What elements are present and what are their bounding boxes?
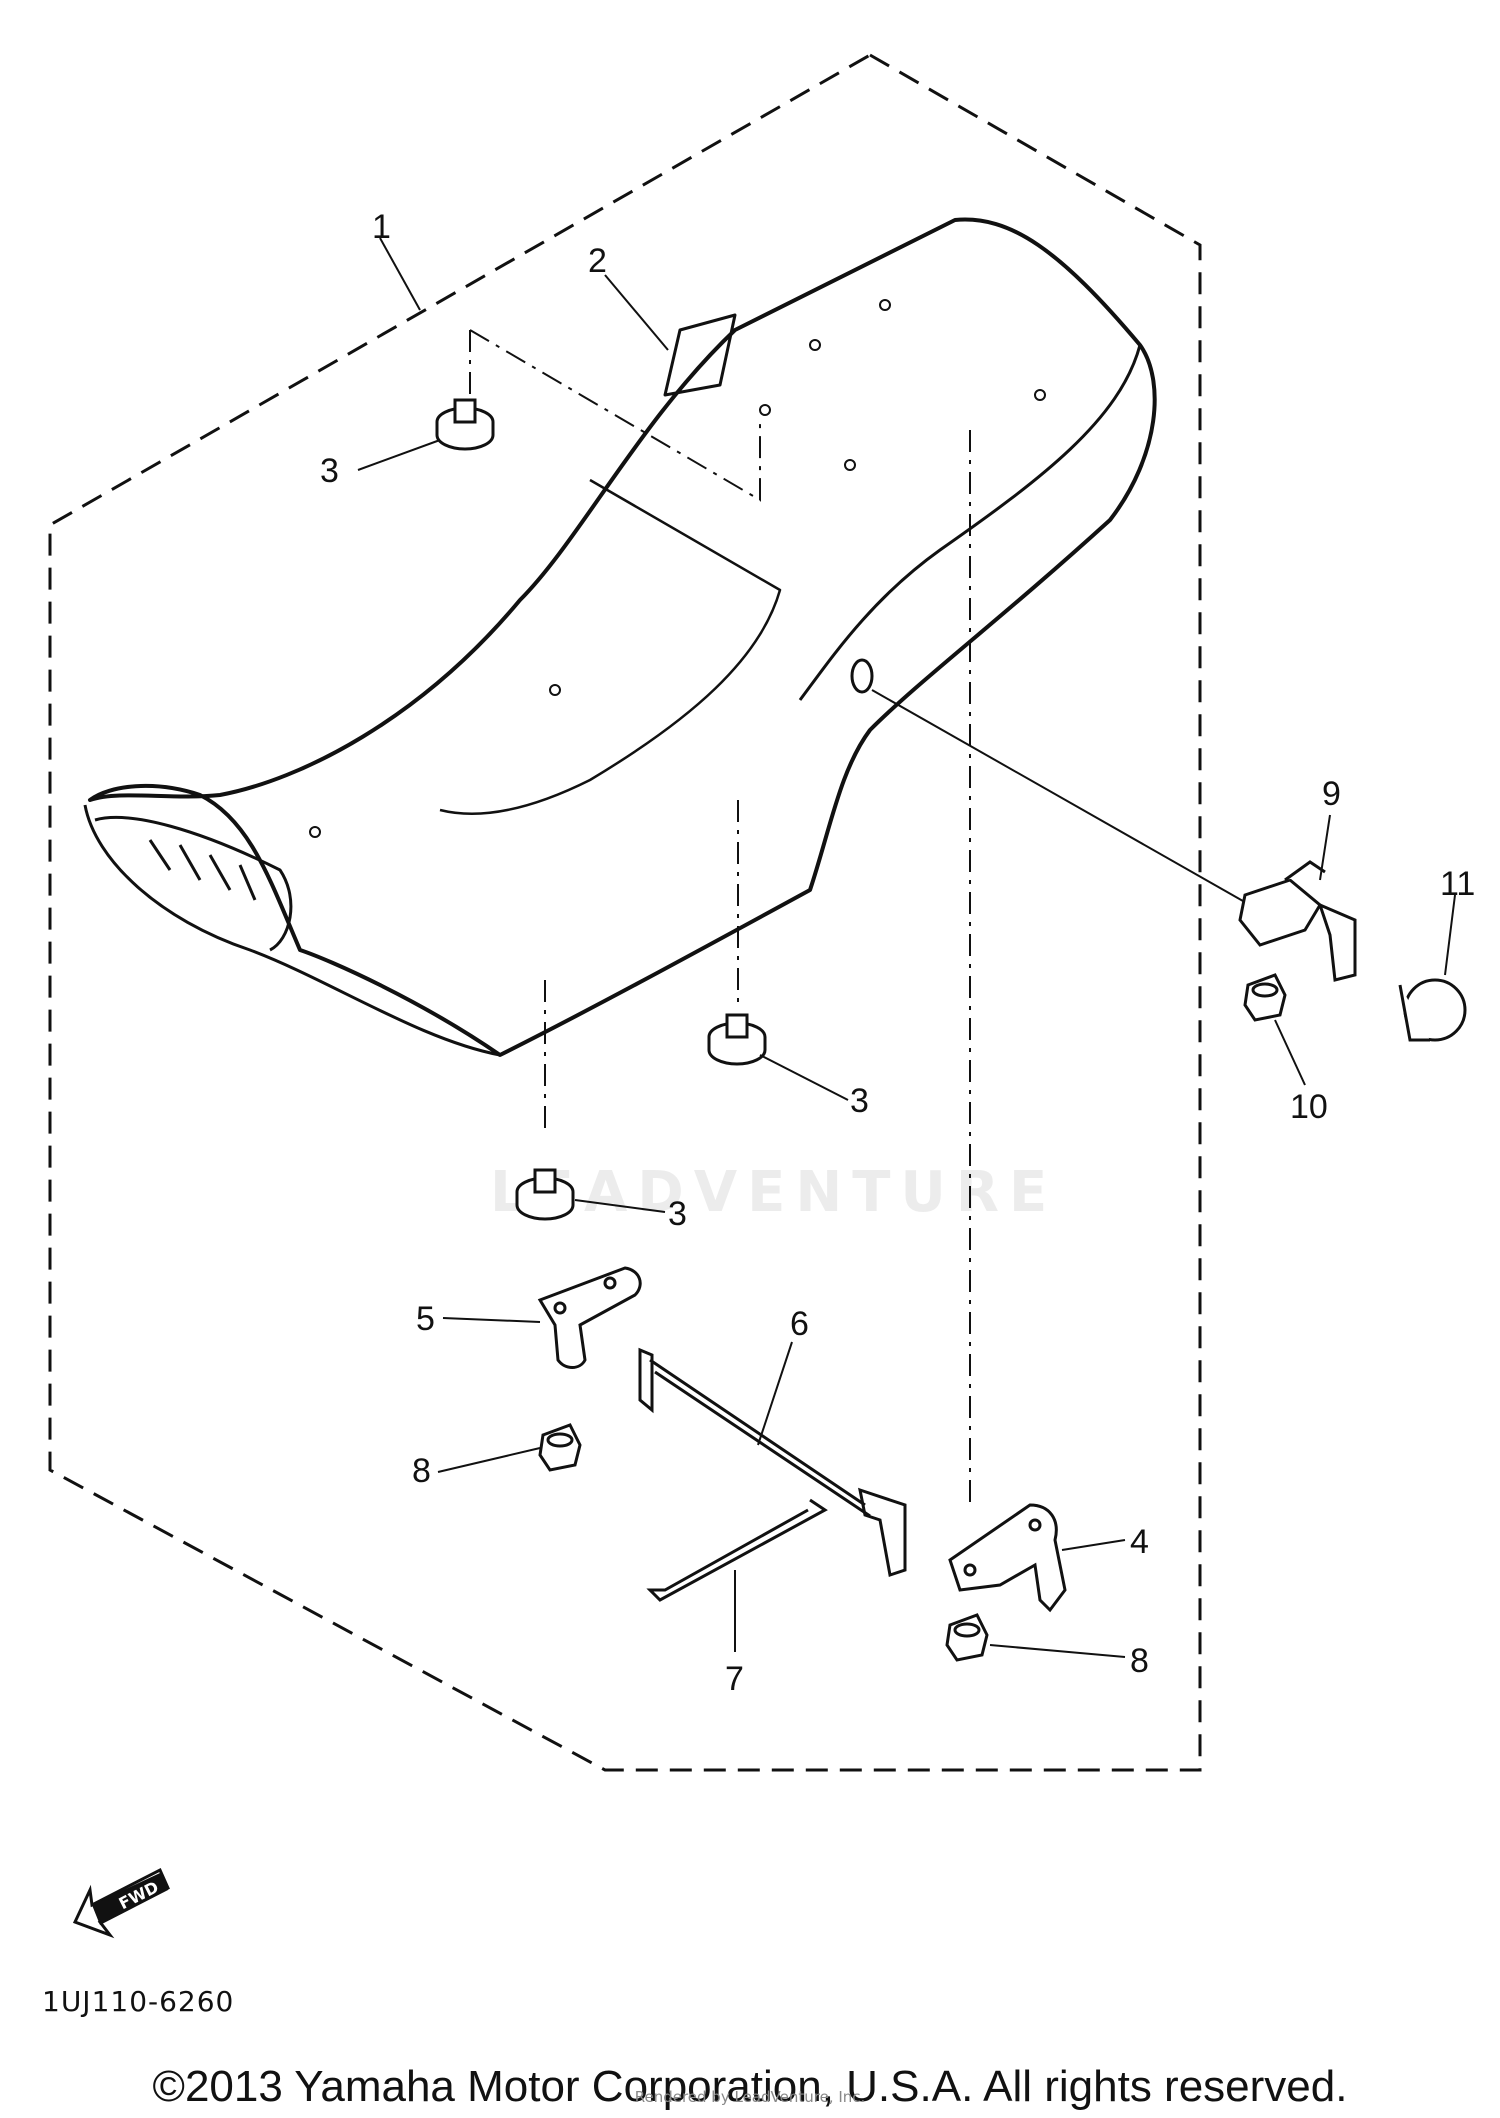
callout-3b: 3 — [850, 1082, 869, 1120]
callout-7: 7 — [725, 1660, 744, 1698]
callout-4: 4 — [1130, 1523, 1149, 1561]
copyright: ©2013 Yamaha Motor Corporation, U.S.A. A… — [152, 2062, 1348, 2111]
callout-10: 10 — [1290, 1088, 1328, 1126]
alignment-lines — [469, 329, 971, 1510]
callout-6: 6 — [790, 1305, 809, 1343]
callout-3a: 3 — [320, 452, 339, 490]
leaders — [357, 237, 1456, 1658]
bracket-4 — [948, 1503, 1067, 1613]
cap-11 — [1398, 978, 1467, 1042]
rendered-credit: Rendered by LeadVenture, Inc. — [634, 2088, 866, 2106]
grommet-3b — [707, 1013, 767, 1066]
grommet-3a — [435, 398, 495, 451]
hook-7 — [646, 1498, 828, 1602]
fwd-arrow-icon: FWD — [72, 1867, 170, 1939]
diagram-code: 1UJ110-6260 — [42, 1985, 235, 2018]
rod-6 — [638, 1347, 907, 1577]
seat — [83, 217, 1157, 1057]
nut-8a — [538, 1423, 582, 1472]
bracket-5 — [537, 1266, 642, 1369]
leader-lock — [871, 689, 1251, 906]
seat-lock-9 — [1238, 860, 1357, 982]
grommet-3c — [515, 1168, 575, 1221]
callout-3c: 3 — [668, 1195, 687, 1233]
watermark: LEADVENTURE — [490, 1160, 1058, 1225]
assembly-boundary — [48, 53, 1202, 1772]
callout-11: 11 — [1440, 865, 1475, 903]
nut-10 — [1243, 973, 1287, 1022]
callout-8b: 8 — [1130, 1642, 1149, 1680]
nut-8b — [945, 1613, 989, 1662]
callout-2: 2 — [588, 242, 607, 280]
callout-8a: 8 — [412, 1452, 431, 1490]
callout-9: 9 — [1322, 775, 1341, 813]
callout-1: 1 — [372, 208, 391, 246]
callout-5: 5 — [416, 1300, 435, 1338]
